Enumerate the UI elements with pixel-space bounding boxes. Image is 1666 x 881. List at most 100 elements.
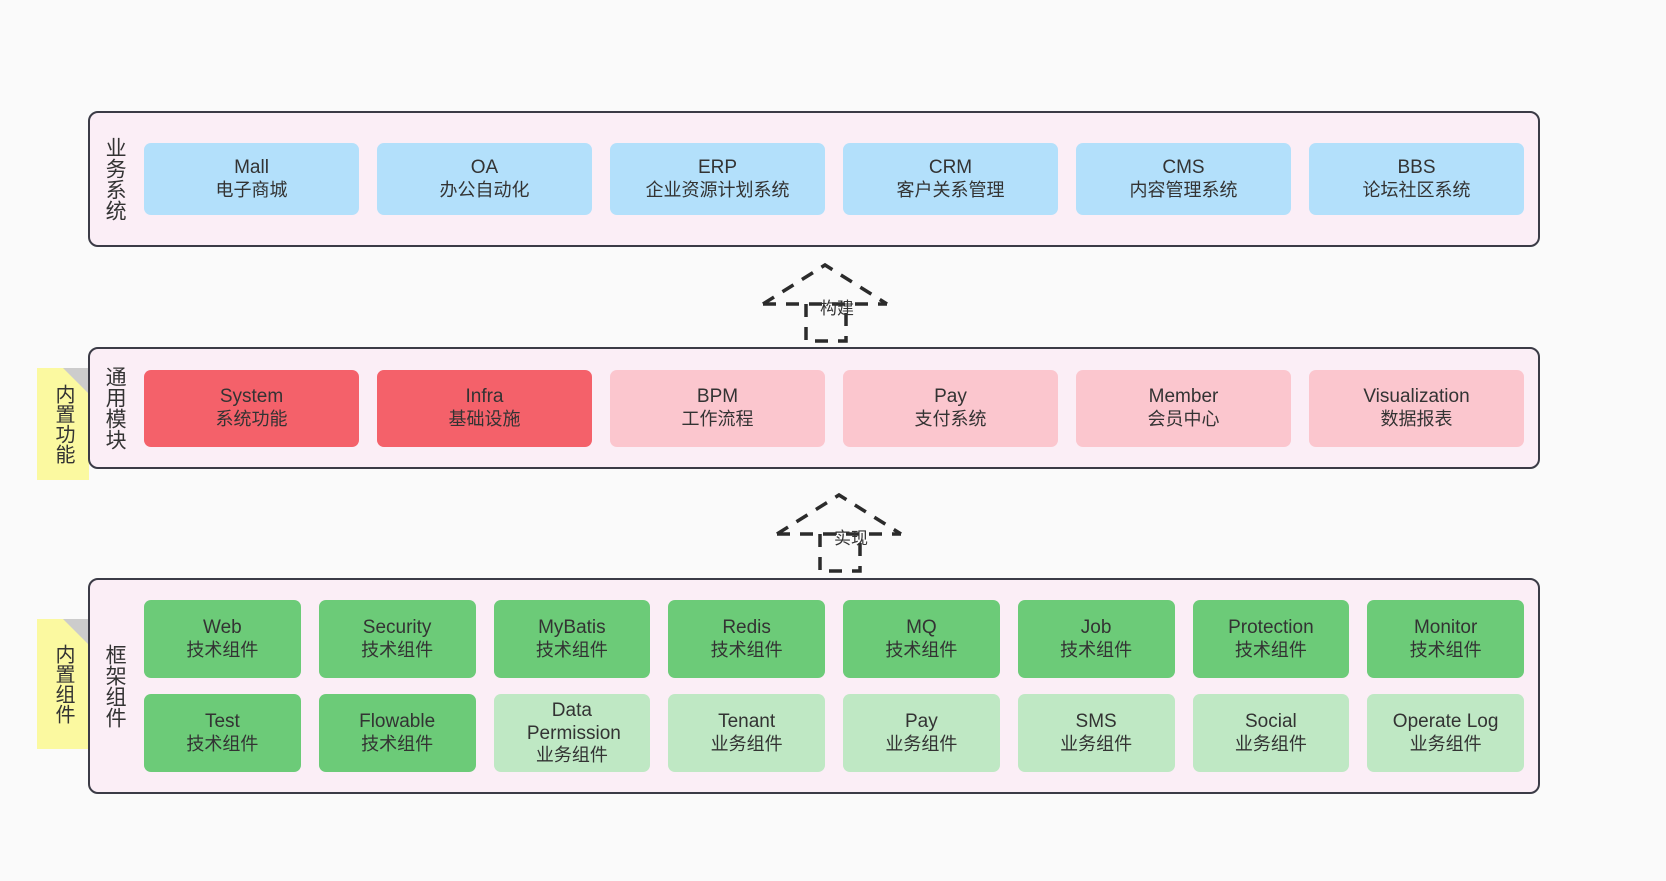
card-mybatis[interactable]: MyBatis 技术组件 [493, 600, 651, 678]
card-subtitle: 工作流程 [681, 408, 754, 429]
card-title: Data Permission [526, 699, 621, 745]
card-subtitle: 技术组件 [186, 733, 259, 754]
card-infra[interactable]: Infra 基础设施 [377, 369, 592, 447]
note-builtin-component: 内置组件 [37, 619, 89, 749]
card-bbs[interactable]: BBS 论坛社区系统 [1309, 143, 1524, 215]
card-title: Visualization [1363, 386, 1470, 408]
card-title: Monitor [1413, 617, 1478, 639]
card-title: CRM [928, 157, 973, 179]
card-subtitle: 技术组件 [885, 639, 958, 660]
card-subtitle: 业务组件 [710, 733, 783, 754]
card-tenant[interactable]: Tenant 业务组件 [668, 694, 825, 772]
card-protection[interactable]: Protection 技术组件 [1192, 600, 1350, 678]
card-title: BPM [696, 386, 739, 408]
card-title: Flowable [359, 711, 436, 733]
card-subtitle: 系统功能 [215, 408, 288, 429]
card-subtitle: 技术组件 [535, 639, 608, 660]
card-title: Protection [1228, 617, 1314, 639]
card-visualization[interactable]: Visualization 数据报表 [1309, 369, 1524, 447]
card-title: Test [204, 711, 240, 733]
layer-common-module: 通用模块 System 系统功能 Infra 基础设施 BPM 工作流程 Pay… [88, 347, 1540, 469]
layer-business-system: 业务系统 Mall 电子商城 OA 办公自动化 ERP 企业资源计划系统 CRM… [88, 111, 1540, 247]
card-oa[interactable]: OA 办公自动化 [377, 143, 592, 215]
card-title: Mall [234, 157, 269, 179]
card-row: Test 技术组件 Flowable 技术组件 Data Permission … [144, 694, 1524, 772]
card-subtitle: 技术组件 [710, 639, 783, 660]
layer-body-common-module: System 系统功能 Infra 基础设施 BPM 工作流程 Pay 支付系统… [138, 349, 1538, 467]
layer-body-framework-component: Web 技术组件 Security 技术组件 MyBatis 技术组件 Redi… [138, 580, 1538, 792]
card-flowable[interactable]: Flowable 技术组件 [318, 694, 476, 772]
card-subtitle: 技术组件 [361, 639, 434, 660]
card-subtitle: 技术组件 [1409, 639, 1482, 660]
card-title: OA [470, 157, 499, 179]
card-subtitle: 基础设施 [448, 408, 521, 429]
arrow-build-label: 构建 [820, 299, 854, 318]
card-mall[interactable]: Mall 电子商城 [144, 143, 359, 215]
card-crm[interactable]: CRM 客户关系管理 [843, 143, 1058, 215]
card-sms[interactable]: SMS 业务组件 [1017, 694, 1175, 772]
card-title: MQ [906, 617, 937, 639]
card-member[interactable]: Member 会员中心 [1076, 369, 1291, 447]
card-system[interactable]: System 系统功能 [144, 369, 359, 447]
card-bpm[interactable]: BPM 工作流程 [610, 369, 825, 447]
card-security[interactable]: Security 技术组件 [318, 600, 476, 678]
card-cms[interactable]: CMS 内容管理系统 [1076, 143, 1291, 215]
card-subtitle: 业务组件 [535, 745, 608, 766]
card-row: System 系统功能 Infra 基础设施 BPM 工作流程 Pay 支付系统… [144, 369, 1524, 447]
layer-title-framework-component: 框架组件 [103, 644, 127, 728]
layer-title-business-system: 业务系统 [103, 137, 127, 221]
card-title: Job [1080, 617, 1112, 639]
card-subtitle: 业务组件 [1409, 733, 1482, 754]
card-title: Redis [722, 617, 771, 639]
card-title: Security [362, 617, 432, 639]
note-builtin-function: 内置功能 [37, 368, 89, 480]
card-redis[interactable]: Redis 技术组件 [668, 600, 825, 678]
card-subtitle: 论坛社区系统 [1362, 179, 1471, 200]
card-subtitle: 电子商城 [215, 179, 288, 200]
card-title: System [219, 386, 284, 408]
card-title: Web [203, 617, 242, 639]
card-pay[interactable]: Pay 支付系统 [843, 369, 1058, 447]
card-pay-component[interactable]: Pay 业务组件 [843, 694, 1000, 772]
layer-body-business-system: Mall 电子商城 OA 办公自动化 ERP 企业资源计划系统 CRM 客户关系… [138, 113, 1538, 245]
card-social[interactable]: Social 业务组件 [1192, 694, 1350, 772]
card-subtitle: 支付系统 [914, 408, 987, 429]
card-title: CMS [1162, 157, 1205, 179]
card-test[interactable]: Test 技术组件 [144, 694, 301, 772]
card-web[interactable]: Web 技术组件 [144, 600, 301, 678]
arrow-implement: 实现 [772, 492, 912, 574]
card-title: Member [1148, 386, 1219, 408]
card-subtitle: 数据报表 [1380, 408, 1453, 429]
card-data-permission[interactable]: Data Permission 业务组件 [493, 694, 651, 772]
card-title: SMS [1075, 711, 1117, 733]
card-monitor[interactable]: Monitor 技术组件 [1367, 600, 1524, 678]
card-job[interactable]: Job 技术组件 [1017, 600, 1175, 678]
card-title: Operate Log [1392, 711, 1499, 733]
card-subtitle: 客户关系管理 [896, 179, 1005, 200]
card-title: ERP [697, 157, 738, 179]
card-title: Tenant [718, 711, 776, 733]
card-title: Infra [465, 386, 504, 408]
card-subtitle: 业务组件 [1060, 733, 1133, 754]
card-erp[interactable]: ERP 企业资源计划系统 [610, 143, 825, 215]
card-title: Pay [934, 386, 967, 408]
card-subtitle: 技术组件 [186, 639, 259, 660]
card-subtitle: 内容管理系统 [1129, 179, 1238, 200]
card-subtitle: 办公自动化 [439, 179, 530, 200]
layer-title-common-module: 通用模块 [103, 366, 127, 450]
card-title: Pay [905, 711, 938, 733]
card-subtitle: 技术组件 [361, 733, 434, 754]
card-title: MyBatis [538, 617, 606, 639]
card-mq[interactable]: MQ 技术组件 [843, 600, 1000, 678]
arrow-implement-label: 实现 [834, 529, 868, 548]
card-title: Social [1245, 711, 1297, 733]
note-fold-icon [63, 619, 89, 645]
card-subtitle: 业务组件 [1234, 733, 1307, 754]
card-subtitle: 业务组件 [885, 733, 958, 754]
card-subtitle: 会员中心 [1147, 408, 1220, 429]
card-row: Web 技术组件 Security 技术组件 MyBatis 技术组件 Redi… [144, 600, 1524, 678]
card-operate-log[interactable]: Operate Log 业务组件 [1367, 694, 1524, 772]
card-subtitle: 技术组件 [1234, 639, 1307, 660]
arrow-build: 构建 [758, 262, 898, 344]
